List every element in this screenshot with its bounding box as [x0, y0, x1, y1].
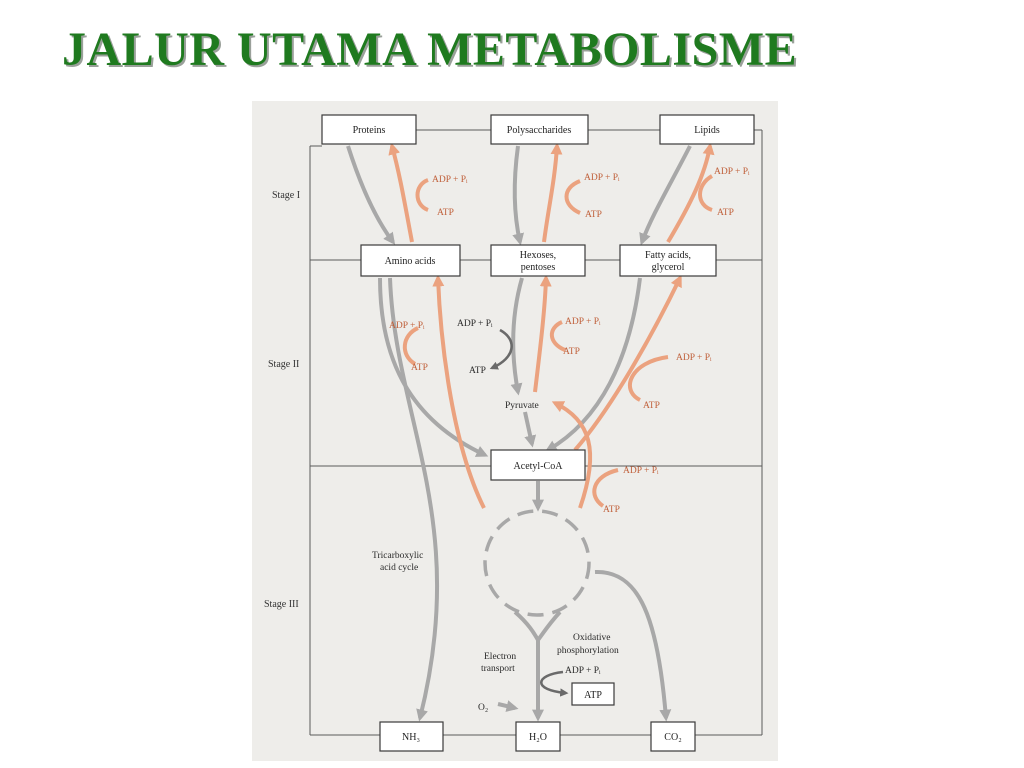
- svg-text:CO₂: CO₂: [664, 732, 681, 743]
- svg-text:H₂O: H₂O: [529, 732, 547, 743]
- acetyl-coa-box: Acetyl-CoA: [490, 449, 586, 481]
- adp-pi-label: ADP + Pᵢ: [389, 321, 425, 331]
- svg-text:Polysaccharides: Polysaccharides: [507, 125, 572, 136]
- atp-hook: [628, 355, 669, 402]
- atp-arrow: [542, 142, 563, 243]
- atp-label: ATP: [469, 366, 486, 376]
- svg-text:ATP: ATP: [584, 690, 602, 701]
- electron-transport-label: Electron: [484, 652, 516, 662]
- adp-pi-label: ADP + Pᵢ: [565, 666, 601, 676]
- svg-text:Proteins: Proteins: [353, 125, 386, 136]
- atp-hook: [592, 468, 619, 508]
- oxidative-label: phosphorylation: [557, 646, 619, 656]
- atp-label: ATP: [437, 208, 454, 218]
- adp-pi-label: ADP + Pᵢ: [676, 353, 712, 363]
- atp-box: ATP: [571, 682, 615, 706]
- atp-arrow: [388, 142, 414, 243]
- svg-text:NH₃: NH₃: [402, 732, 420, 743]
- atp-hook: [698, 174, 714, 212]
- adp-pi-label: ADP + Pᵢ: [457, 319, 493, 329]
- o2-label: O₂: [478, 703, 488, 713]
- atp-hook: [415, 178, 429, 212]
- atp-label: ATP: [585, 210, 602, 220]
- atp-label: ATP: [563, 347, 580, 357]
- catabolic-arrow: [594, 569, 672, 722]
- atp-arrow: [551, 401, 593, 509]
- atp-arrow: [666, 142, 715, 244]
- tca-label: acid cycle: [380, 563, 418, 573]
- lipids-box: Lipids: [659, 114, 755, 145]
- glycolysis-hook: [489, 328, 513, 370]
- pyruvate-label: Pyruvate: [505, 401, 539, 411]
- svg-text:Lipids: Lipids: [694, 125, 720, 136]
- metabolism-diagram-svg: Stage I Stage II Stage III Proteins Poly…: [264, 114, 763, 752]
- nh3-box: NH₃: [379, 721, 444, 752]
- atp-hook: [549, 320, 566, 352]
- atp-label: ATP: [643, 401, 660, 411]
- catabolic-arrow: [388, 277, 440, 722]
- adp-pi-label: ADP + Pᵢ: [623, 466, 659, 476]
- catabolic-arrow: [346, 145, 396, 245]
- proteins-box: Proteins: [321, 114, 417, 145]
- electron-transport-label: transport: [481, 664, 515, 674]
- svg-text:Amino acids: Amino acids: [385, 256, 436, 267]
- stage-2-label: Stage II: [268, 359, 299, 370]
- atp-arrow: [432, 274, 486, 509]
- stage-frame: [309, 129, 763, 736]
- fatty-acids-glycerol-box: Fatty acids, glycerol: [619, 244, 717, 277]
- catabolic-arrow: [512, 145, 524, 246]
- metabolism-diagram: Stage I Stage II Stage III Proteins Poly…: [252, 101, 778, 761]
- adp-pi-label: ADP + Pᵢ: [432, 175, 468, 185]
- svg-text:Hexoses,: Hexoses,: [520, 250, 556, 261]
- adp-pi-label: ADP + Pᵢ: [714, 167, 750, 177]
- atp-hook: [564, 179, 581, 215]
- svg-text:pentoses: pentoses: [521, 262, 556, 273]
- h2o-box: H₂O: [515, 721, 561, 752]
- atp-label: ATP: [717, 208, 734, 218]
- atp-arrow: [533, 274, 552, 393]
- adp-pi-label: ADP + Pᵢ: [565, 317, 601, 327]
- oxidative-label: Oxidative: [573, 633, 610, 643]
- stage-3-label: Stage III: [264, 599, 299, 610]
- catabolic-arrow: [639, 145, 692, 246]
- hexoses-pentoses-box: Hexoses, pentoses: [490, 244, 586, 277]
- catabolic-arrow: [497, 700, 519, 712]
- oxphos-hook: [540, 670, 569, 697]
- amino-acids-box: Amino acids: [360, 244, 461, 277]
- tca-cycle: [483, 509, 591, 617]
- stage-1-label: Stage I: [272, 190, 300, 201]
- svg-text:Fatty acids,: Fatty acids,: [645, 250, 691, 261]
- atp-hook: [402, 326, 419, 366]
- svg-text:Acetyl-CoA: Acetyl-CoA: [514, 461, 564, 472]
- tca-label: Tricarboxylic: [372, 551, 423, 561]
- polysaccharides-box: Polysaccharides: [490, 114, 589, 145]
- catabolic-arrow: [544, 277, 642, 452]
- svg-text:glycerol: glycerol: [652, 262, 685, 273]
- catabolic-arrow: [523, 411, 537, 448]
- slide-title: JALUR UTAMA METABOLISME: [62, 23, 798, 76]
- atp-arrow: [573, 274, 682, 452]
- atp-label: ATP: [411, 363, 428, 373]
- catabolic-arrow: [510, 277, 524, 396]
- co2-box: CO₂: [650, 721, 696, 752]
- adp-pi-label: ADP + Pᵢ: [584, 173, 620, 183]
- atp-label: ATP: [603, 505, 620, 515]
